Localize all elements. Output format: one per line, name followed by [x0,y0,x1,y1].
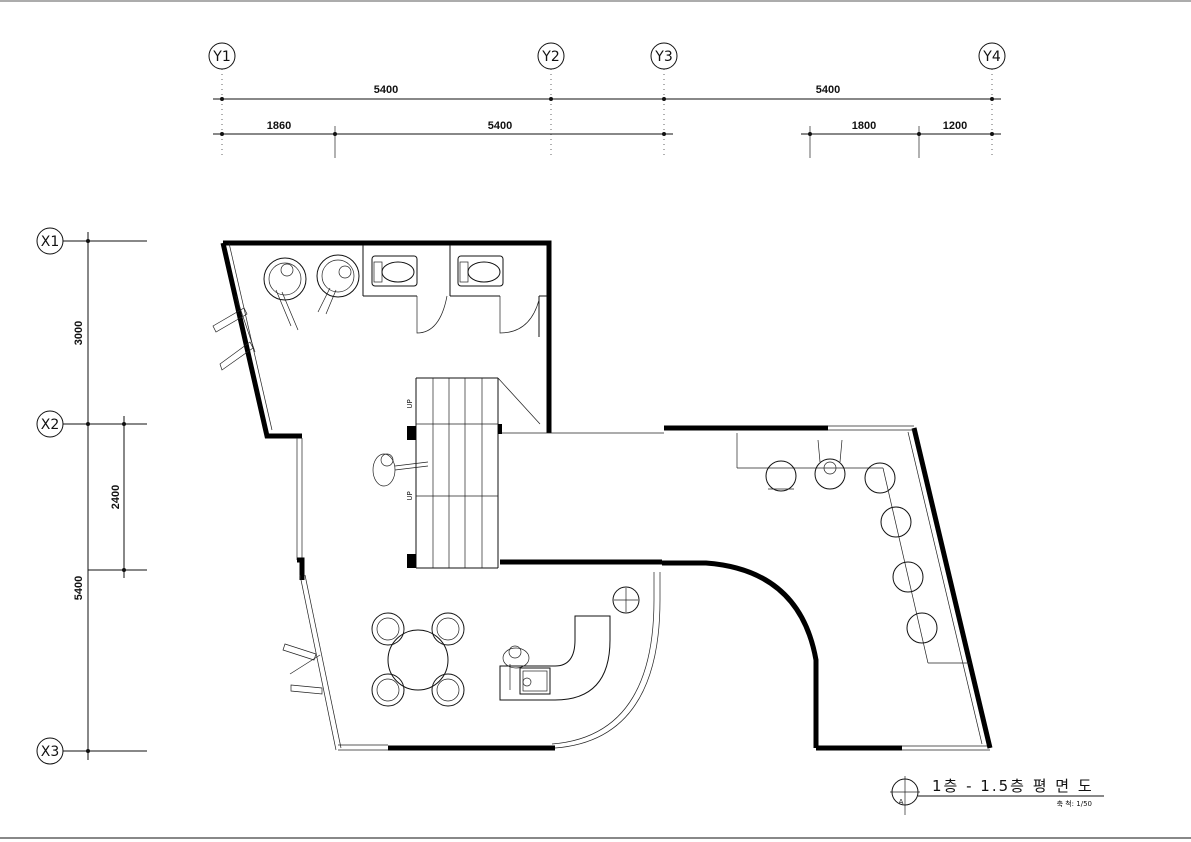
grid-bubble-y4: Y4 [978,42,1006,158]
dim-left-inner: 2400 [110,485,122,509]
section-mark: A [899,798,904,806]
top-dimension-chain-overall: 5400 5400 [213,84,1001,101]
grid-bubble-x1: X1 [36,227,147,255]
top-dimension-chain-detail: 1860 5400 1800 1200 [213,120,1001,158]
grid-bubble-x2: X2 [36,410,147,438]
stair-up-label-2: UP [406,491,414,500]
kitchen-counter [499,586,640,701]
window-lower-left [282,643,323,695]
bar-counter [736,433,970,664]
bar-stools [765,460,938,644]
person-figure-bar [814,439,846,490]
toilet-fixture-1 [371,255,418,287]
grid-bubble-y1: Y1 [208,42,236,158]
grid-bubble-x3: X3 [36,737,147,765]
stair-up-label-1: UP [406,399,414,408]
exterior-walls [220,240,993,751]
svg-text:Y3: Y3 [654,49,672,65]
dim-top-overall-2: 5400 [816,84,840,96]
svg-text:X1: X1 [41,234,60,250]
svg-text:X2: X2 [41,417,60,433]
dim-top-sub-4: 1200 [943,120,967,132]
svg-text:Y4: Y4 [982,49,1001,65]
dim-left-2: 5400 [73,576,85,600]
toilet-fixture-2 [457,255,504,287]
restroom-partitions [362,245,547,337]
dim-top-sub-3: 1800 [852,120,876,132]
svg-text:Y1: Y1 [212,49,230,65]
person-figure-kitchen [502,645,530,690]
person-figure-stairs [372,453,429,487]
window-upper-left [212,295,256,371]
lounge-chair-2 [316,254,360,315]
grid-bubble-y2: Y2 [537,42,565,158]
staircase: UP UP [406,377,541,569]
grid-bubble-y3: Y3 [650,42,678,158]
dim-top-overall-1: 5400 [374,84,398,96]
drawing-title: 1층 - 1.5층 평 면 도 [932,777,1094,795]
svg-text:Y2: Y2 [541,49,559,65]
drawing-scale: 축 척: 1/50 [1057,799,1092,808]
dim-top-sub-2: 5400 [488,120,512,132]
svg-text:X3: X3 [41,744,60,760]
round-dining-table [371,612,465,707]
dim-left-1: 3000 [73,321,85,345]
lounge-chair-1 [263,257,307,331]
dim-top-sub-1: 1860 [267,120,291,132]
drawing-title-block: A 1층 - 1.5층 평 면 도 축 척: 1/50 [890,776,1104,815]
left-dimension-chain: 3000 5400 2400 [73,232,147,760]
